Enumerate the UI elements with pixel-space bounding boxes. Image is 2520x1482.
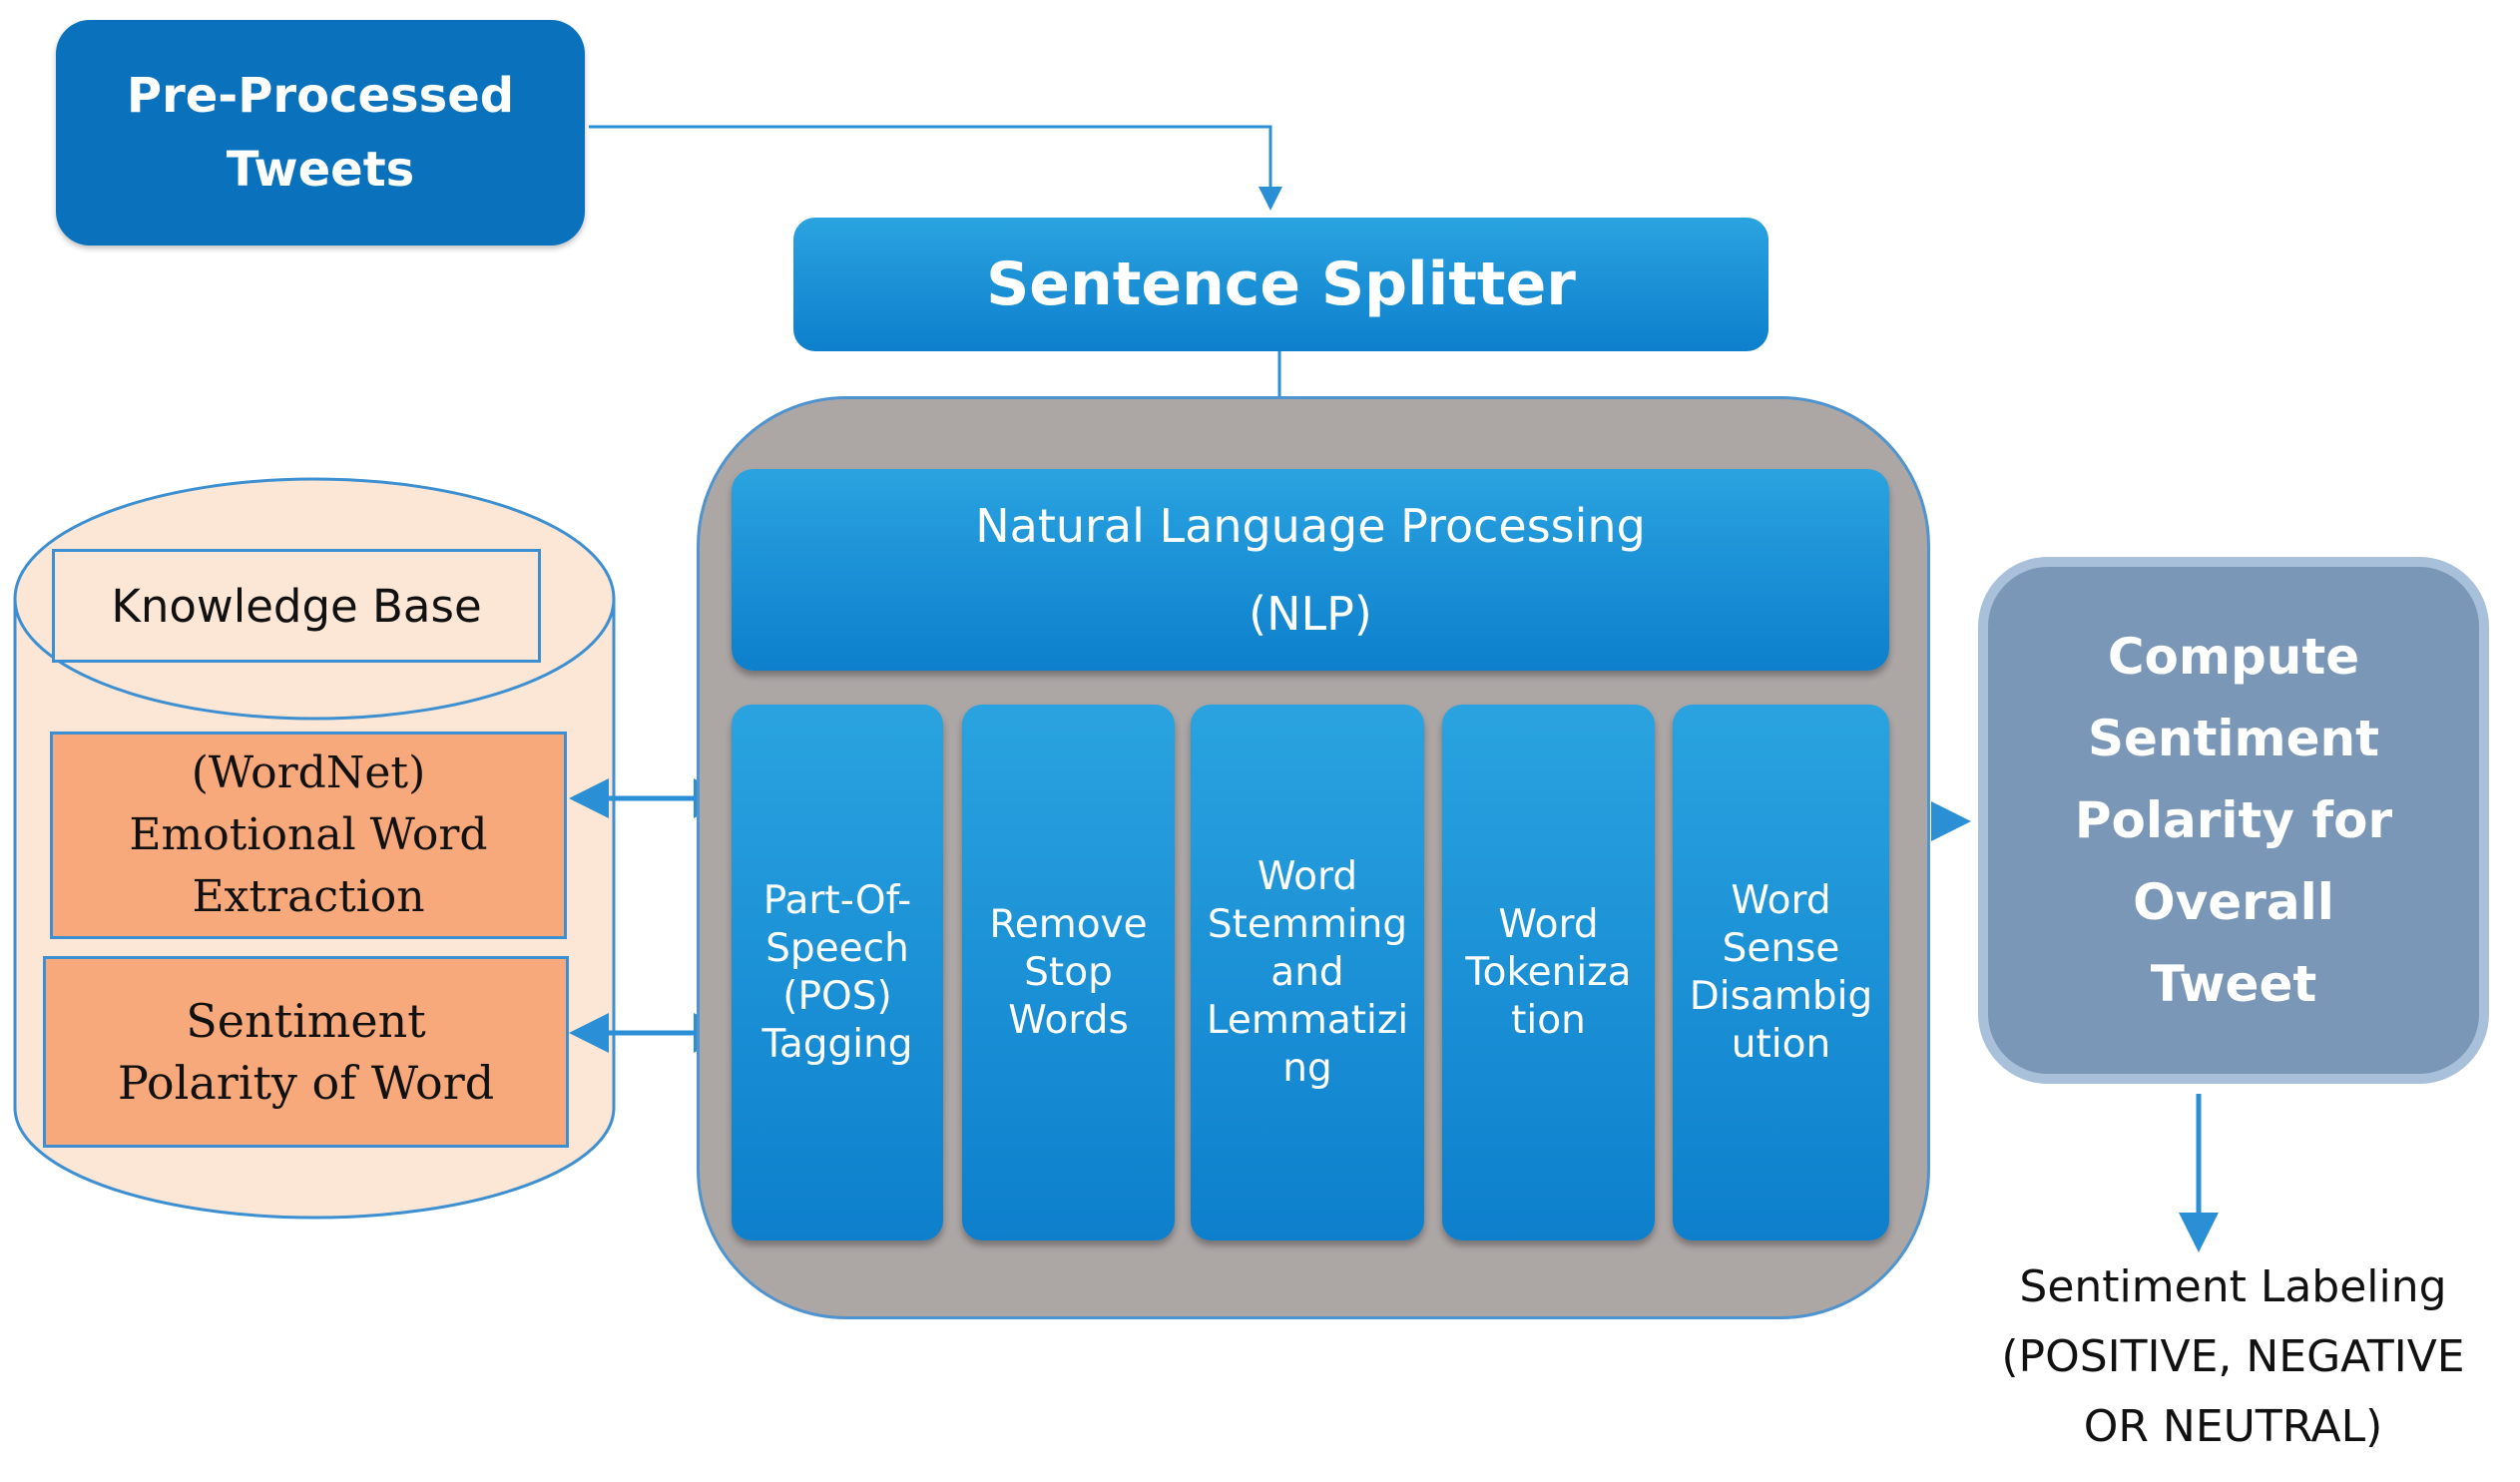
remove-stop-words-step: Remove Stop Words xyxy=(962,705,1175,1240)
knowledge-base-title: Knowledge Base xyxy=(52,549,541,663)
sentence-splitter-box: Sentence Splitter xyxy=(793,218,1768,351)
arrow-pre-to-splitter xyxy=(589,125,1282,211)
pre-processed-tweets-label: Pre-Processed Tweets xyxy=(126,68,515,198)
emotional-word-extraction-label: (WordNet) Emotional Word Extraction xyxy=(129,747,488,922)
step-label: Word Sense Disambig ution xyxy=(1689,877,1873,1067)
word-sense-disambiguation-step: Word Sense Disambig ution xyxy=(1673,705,1889,1240)
compute-sentiment-polarity-label: Compute Sentiment Polarity for Overall T… xyxy=(2074,628,2393,1013)
step-label: Word Stemming and Lemmatizi ng xyxy=(1206,853,1409,1091)
sentiment-polarity-of-word-box: Sentiment Polarity of Word xyxy=(43,956,569,1148)
knowledge-base-label: Knowledge Base xyxy=(111,579,482,633)
stemming-lemmatizing-step: Word Stemming and Lemmatizi ng xyxy=(1191,705,1424,1240)
sentiment-labeling-output: Sentiment Labeling (POSITIVE, NEGATIVE O… xyxy=(2001,1261,2465,1452)
pos-tagging-step: Part-Of- Speech (POS) Tagging xyxy=(732,705,943,1240)
step-label: Part-Of- Speech (POS) Tagging xyxy=(761,877,913,1067)
nlp-header-box: Natural Language Processing (NLP) xyxy=(732,469,1889,671)
word-tokenization-step: Word Tokeniza tion xyxy=(1442,705,1655,1240)
sentiment-polarity-of-word-label: Sentiment Polarity of Word xyxy=(117,994,495,1110)
sentence-splitter-label: Sentence Splitter xyxy=(986,249,1576,319)
step-label: Word Tokeniza tion xyxy=(1465,901,1632,1043)
step-label: Remove Stop Words xyxy=(989,901,1148,1043)
emotional-word-extraction-box: (WordNet) Emotional Word Extraction xyxy=(50,732,567,939)
compute-sentiment-polarity-box: Compute Sentiment Polarity for Overall T… xyxy=(1978,557,2489,1084)
nlp-header-label: Natural Language Processing (NLP) xyxy=(975,499,1646,641)
pre-processed-tweets-box: Pre-Processed Tweets xyxy=(56,20,585,246)
